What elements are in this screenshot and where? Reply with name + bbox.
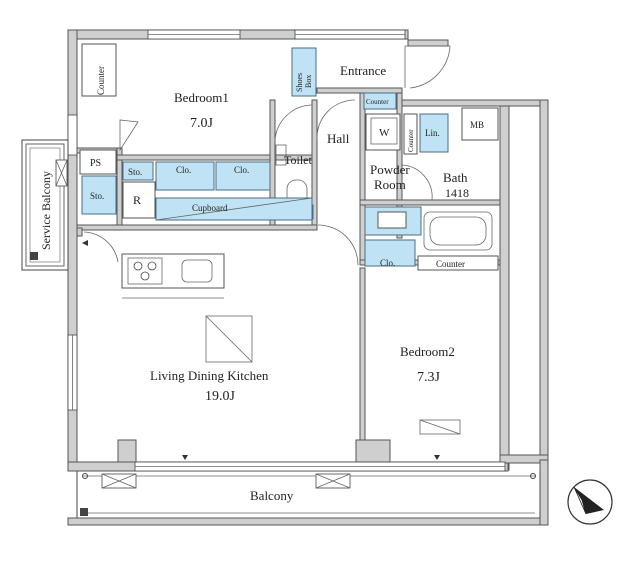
counter-top-left <box>81 43 117 97</box>
closet-1 <box>155 161 215 191</box>
counter-bedroom2 <box>417 255 499 271</box>
linen-closet <box>419 113 449 153</box>
kitchen-island <box>121 253 225 289</box>
refrigerator <box>122 181 156 219</box>
stove <box>127 257 163 285</box>
hall-label: Hall <box>327 131 350 146</box>
bedroom1-size: 7.0J <box>190 116 214 131</box>
bathtub-inner <box>429 216 487 246</box>
kitchen-sink <box>181 259 213 283</box>
closet-2 <box>215 161 271 191</box>
bedroom2-ac-unit <box>419 419 461 435</box>
doors <box>83 45 451 266</box>
powder-room-label-1: Powder <box>370 162 410 177</box>
toilet-label: Toilet <box>284 153 312 167</box>
counter-top-left-label: Counter <box>96 66 106 95</box>
bath-name: Bath <box>443 170 468 185</box>
ldk-name: Living Dining Kitchen <box>150 368 269 383</box>
ldk-size: 19.0J <box>205 389 236 404</box>
ps-label: PS <box>90 158 101 169</box>
closet-3 <box>364 239 416 267</box>
balcony-label: Balcony <box>250 488 294 503</box>
bathtub <box>423 211 493 251</box>
closet-1-label: Clo. <box>176 165 191 175</box>
storage-1 <box>122 161 154 181</box>
shoes-box <box>291 47 317 97</box>
bedroom2-name: Bedroom2 <box>400 344 455 359</box>
toilet-tank <box>275 144 287 166</box>
refrigerator-label: R <box>133 193 141 207</box>
storage-1-label: Sto. <box>128 167 142 177</box>
pipe-space <box>79 149 117 175</box>
windows <box>67 29 506 472</box>
washer <box>370 117 398 145</box>
counter-small-label: Counter <box>366 98 389 106</box>
bedroom1-name: Bedroom1 <box>174 90 229 105</box>
washer-label: W <box>379 127 390 139</box>
meter-box <box>461 107 499 141</box>
counter-small <box>363 92 397 110</box>
ldk-ceiling-unit <box>205 315 253 363</box>
counter-vertical <box>403 113 418 155</box>
bath-size: 1418 <box>445 186 469 200</box>
service-balcony-label: Service Balcony <box>39 171 53 250</box>
marker-bedroom2 <box>434 455 440 460</box>
sink <box>377 211 407 229</box>
marker-entry <box>82 240 88 246</box>
mb-label: MB <box>470 120 484 130</box>
bedroom2-size: 7.3J <box>417 370 441 385</box>
shoes-box-label-1: Shoes <box>295 73 304 92</box>
counter-bedroom2-label: Counter <box>436 259 465 269</box>
closet-2-label: Clo. <box>234 165 249 175</box>
storage-2 <box>81 175 117 215</box>
linen-label: Lin. <box>425 128 440 138</box>
marker-ldk <box>182 455 188 460</box>
storage-2-label: Sto. <box>90 191 104 201</box>
counter-vertical-label: Counter <box>407 129 415 152</box>
cupboard-label: Cupboard <box>192 203 228 213</box>
entrance-label: Entrance <box>340 63 386 78</box>
shoes-box-label-2: Box <box>304 75 313 88</box>
balcony-ac-units <box>101 473 351 489</box>
powder-room-label-2: Room <box>374 177 406 192</box>
compass-icon <box>567 479 613 525</box>
balcony <box>76 471 541 518</box>
closet-3-label: Clo. <box>380 258 395 268</box>
